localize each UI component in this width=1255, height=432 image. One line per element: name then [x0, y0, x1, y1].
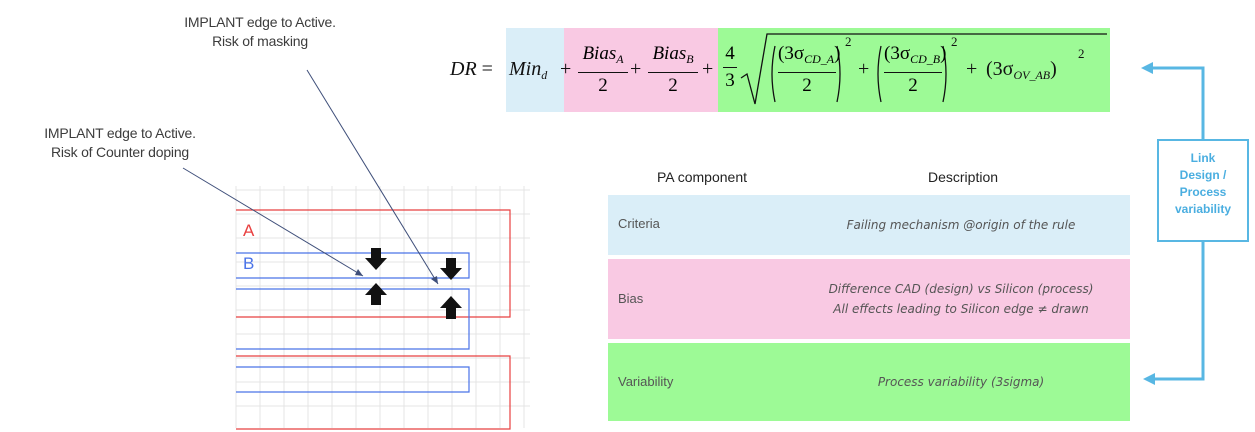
min-term-symbol: Min — [509, 58, 542, 80]
table-row-criteria: Criteria Failing mechanism @origin of th… — [608, 195, 1130, 255]
table-header-description: Description — [927, 169, 999, 185]
square-root-icon — [740, 33, 1107, 105]
plus-sign: + — [630, 58, 642, 80]
arrowhead-icon — [1141, 62, 1153, 74]
sigma-cd-b-fraction: (3σCD_B) 2 — [884, 43, 946, 96]
sigma-cd-a-subscript: CD_A — [804, 52, 835, 66]
bias-segment — [564, 28, 718, 112]
bias-b-fraction: BiasB 2 — [648, 42, 698, 98]
annotation-line: Risk of Counter doping — [50, 144, 189, 160]
bias-b-denominator: 2 — [668, 75, 678, 96]
min-term-subscript: d — [541, 68, 548, 82]
exponent: 2 — [845, 34, 852, 49]
criteria-segment — [506, 28, 564, 112]
row-label: Bias — [618, 291, 644, 306]
down-arrow-icon — [365, 248, 387, 270]
annotation-line: IMPLANT edge to Active. — [44, 125, 196, 141]
table-row-bias: Bias Difference CAD (design) vs Silicon … — [608, 259, 1130, 339]
equation-lhs-symbol: DR — [450, 58, 477, 80]
coefficient-numerator: 4 — [725, 43, 735, 64]
up-arrow-icon — [365, 283, 387, 305]
description-line: Difference CAD (design) vs Silicon (proc… — [828, 282, 1094, 296]
sigma-cd-b-denominator: 2 — [908, 75, 918, 96]
description-line: Process variability (3sigma) — [877, 375, 1045, 389]
layer-a-shape-top — [236, 209, 511, 318]
layer-b-shape-3 — [236, 366, 470, 393]
bias-b-subscript: B — [686, 52, 694, 66]
plus-sign: + — [966, 58, 978, 80]
bias-a-symbol: Bias — [582, 43, 617, 64]
equation-lhs: DR = — [450, 58, 493, 80]
up-arrow-icon — [440, 296, 462, 319]
link-box-line: Process — [1179, 185, 1227, 199]
plus-sign: + — [858, 58, 870, 80]
sigma-cd-a-fraction: (3σCD_A) 2 — [778, 43, 840, 96]
row-label: Criteria — [618, 216, 660, 231]
min-term: Mind — [509, 58, 547, 83]
link-box-line: Design / — [1179, 168, 1227, 182]
row-description: Difference CAD (design) vs Silicon (proc… — [796, 279, 1126, 319]
variability-segment — [718, 28, 1110, 112]
description-line: All effects leading to Silicon edge ≠ dr… — [833, 302, 1089, 316]
row-description: Failing mechanism @origin of the rule — [796, 215, 1126, 235]
sigma-ov-subscript: OV_AB — [1013, 68, 1051, 82]
sigma-cd-b-subscript: CD_B — [910, 52, 941, 66]
arrowhead-icon — [1143, 373, 1155, 385]
layer-a-label: A — [243, 221, 255, 240]
table-row-variability: Variability Process variability (3sigma) — [608, 343, 1130, 421]
plus-sign: + — [702, 58, 714, 80]
layer-a-shape-bottom — [236, 355, 511, 430]
row-description: Process variability (3sigma) — [796, 372, 1126, 392]
annotation-counter-doping: IMPLANT edge to Active. Risk of Counter … — [0, 124, 240, 162]
link-connector — [1150, 66, 1205, 381]
link-box-line: variability — [1174, 202, 1232, 216]
layer-b-shape-2 — [236, 288, 470, 350]
plus-sign: + — [560, 58, 572, 80]
annotation-line: IMPLANT edge to Active. — [184, 14, 336, 30]
annotation-line: Risk of masking — [212, 33, 308, 49]
sigma-cd-b-symbol: 3σ — [890, 43, 911, 64]
layer-b-shape-1 — [236, 252, 470, 279]
bias-a-fraction: BiasA 2 — [578, 42, 628, 98]
sigma-cd-a-symbol: 3σ — [784, 43, 805, 64]
layer-b-label: B — [243, 254, 255, 273]
layout-grid — [235, 186, 530, 428]
bias-b-symbol: Bias — [652, 43, 687, 64]
sigma-ov-symbol: 3σ — [992, 58, 1014, 80]
table-header-component: PA component — [656, 169, 748, 185]
sigma-ov-term: (3σOV_AB) — [986, 58, 1057, 82]
bias-a-subscript: A — [616, 52, 624, 66]
row-label: Variability — [618, 374, 674, 389]
annotation-masking: IMPLANT edge to Active. Risk of masking — [130, 13, 390, 51]
coefficient-fraction: 4 3 — [723, 42, 737, 93]
down-arrow-icon — [440, 258, 462, 280]
leader-line-masking — [306, 69, 439, 285]
coefficient-denominator: 3 — [725, 70, 735, 91]
bias-a-denominator: 2 — [598, 75, 608, 96]
leader-line-counter-doping — [182, 167, 364, 277]
design-rule-equation: DR = Mind + BiasA 2 + BiasB 2 + 4 3 (3σC… — [440, 28, 1110, 112]
exponent: 2 — [1078, 46, 1085, 61]
sigma-cd-a-denominator: 2 — [802, 75, 812, 96]
description-line: Failing mechanism @origin of the rule — [846, 218, 1076, 232]
link-box: Link Design / Process variability — [1157, 139, 1249, 242]
exponent: 2 — [951, 34, 958, 49]
link-box-line: Link — [1190, 151, 1216, 165]
